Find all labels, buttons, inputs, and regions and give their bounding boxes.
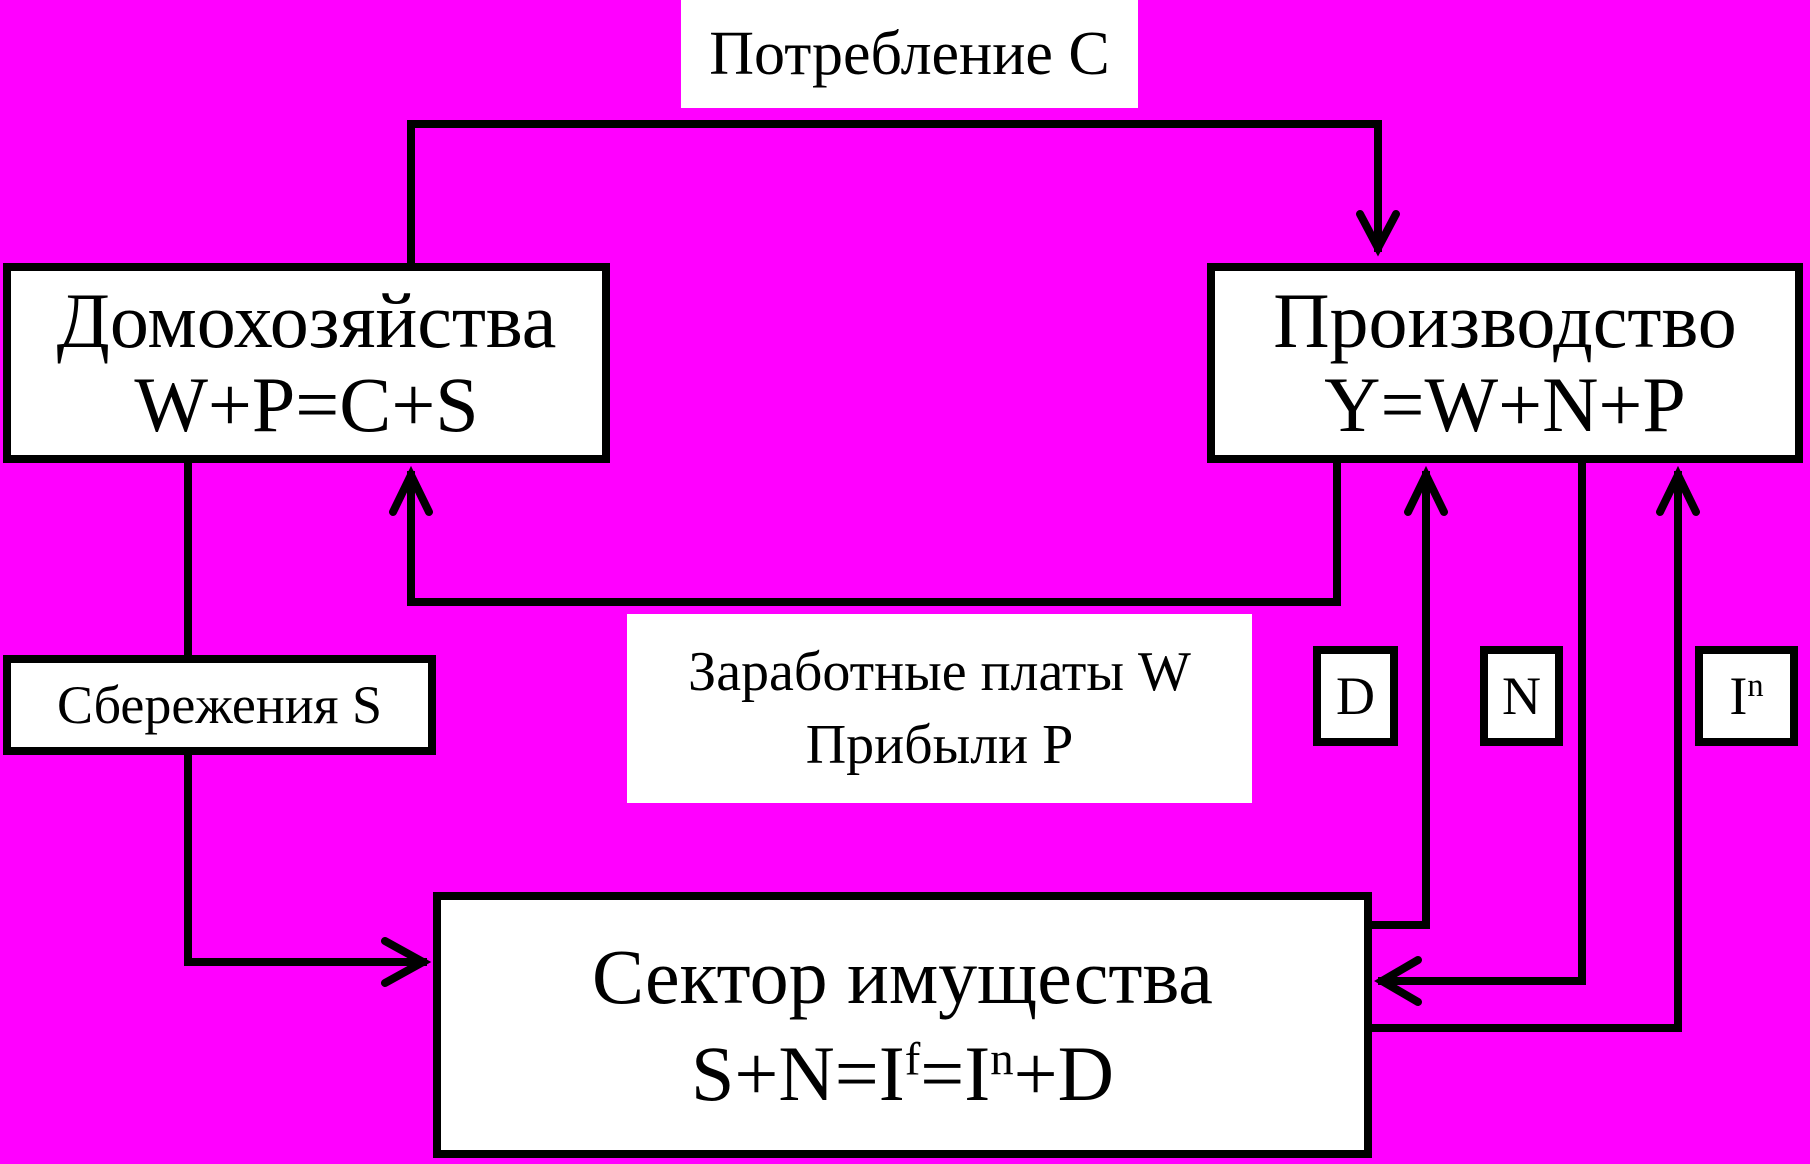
households-formula: W+P=C+S <box>134 361 479 448</box>
wealth-sector-node[interactable]: Сектор имущества S+N=If=In+D <box>433 892 1372 1158</box>
depreciation-label: D <box>1313 646 1398 746</box>
depreciation-flow-line <box>1368 471 1430 929</box>
net-taxes-label-text: N <box>1502 665 1541 726</box>
wages-profits-label: Заработные платы W Прибыли P <box>627 614 1252 803</box>
households-node[interactable]: Домохозяйства W+P=C+S <box>3 263 610 463</box>
consumption-label-text: Потребление C <box>709 19 1110 88</box>
wages-arrowhead <box>389 465 433 516</box>
net-investment-arrowhead <box>1656 465 1700 516</box>
households-title: Домохозяйства <box>56 276 557 364</box>
consumption-label: Потребление C <box>681 0 1138 108</box>
production-node[interactable]: Производство Y=W+N+P <box>1207 263 1803 463</box>
savings-label-text: Сбережения S <box>56 674 383 735</box>
wealth-sector-title: Сектор имущества <box>592 932 1213 1020</box>
net-investment-label-text: In <box>1729 665 1764 726</box>
consumption-arrowhead <box>1356 210 1400 257</box>
net-taxes-label: N <box>1480 646 1563 746</box>
savings-label: Сбережения S <box>3 655 436 755</box>
profits-label-text: Прибыли P <box>805 713 1074 776</box>
net-taxes-arrowhead <box>1374 956 1422 1006</box>
net-investment-flow-line <box>1368 471 1682 1032</box>
wages-label-text: Заработные платы W <box>688 640 1191 703</box>
production-title: Производство <box>1273 276 1737 364</box>
wages-flow-line <box>407 459 1341 606</box>
consumption-flow-line <box>407 120 1382 267</box>
production-formula: Y=W+N+P <box>1324 361 1686 448</box>
depreciation-label-text: D <box>1336 665 1375 726</box>
savings-flow-line <box>184 459 427 966</box>
net-investment-label: In <box>1695 646 1798 746</box>
net-taxes-flow-line <box>1378 459 1586 985</box>
depreciation-arrowhead <box>1404 465 1448 516</box>
wealth-sector-formula: S+N=If=In+D <box>691 1030 1114 1117</box>
savings-arrowhead <box>381 937 432 987</box>
